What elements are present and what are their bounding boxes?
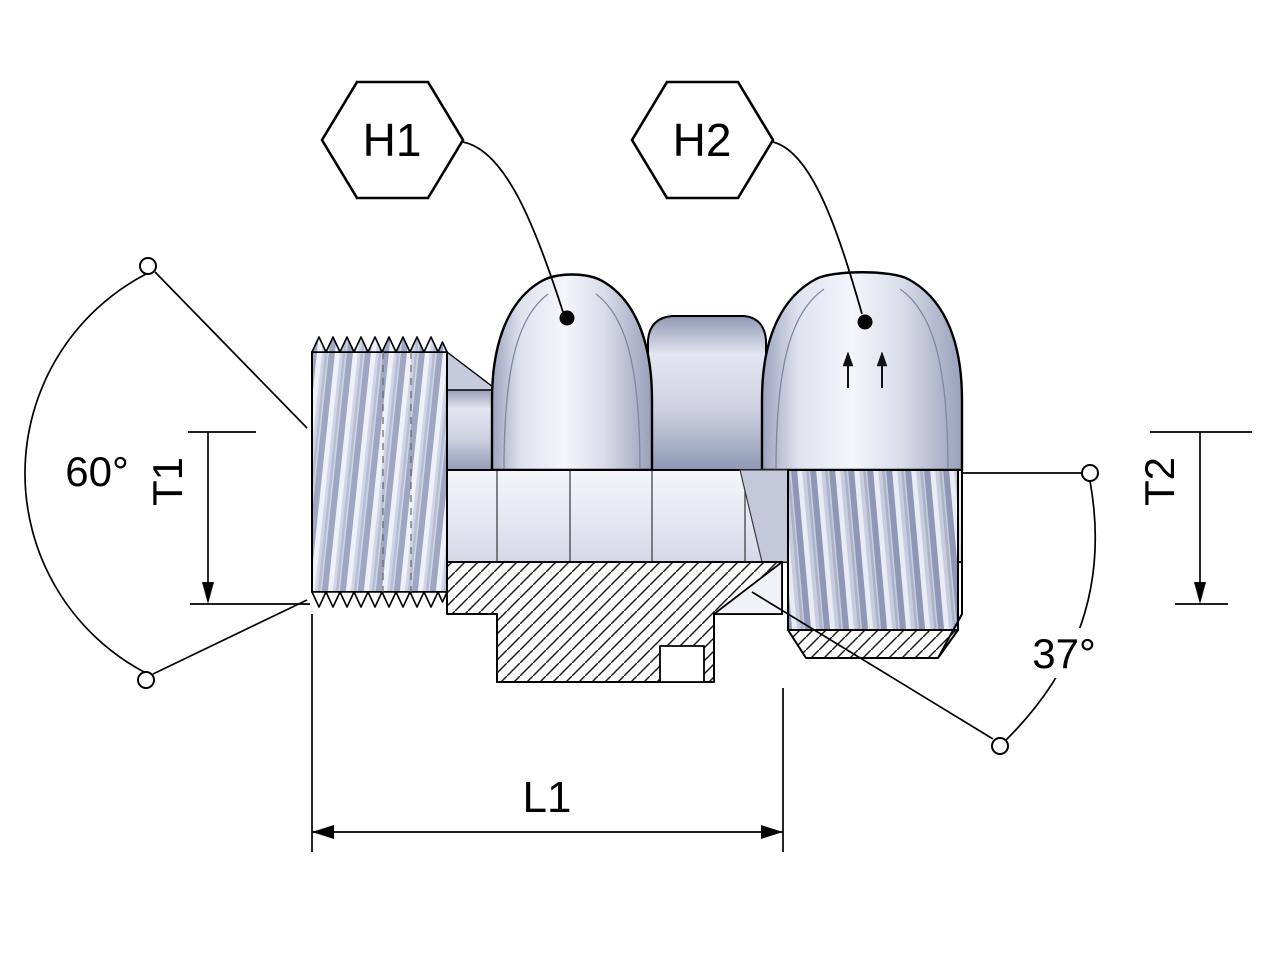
dim-37-node-top (1081, 464, 1099, 482)
dim-60-line-bottom (152, 599, 308, 675)
dim-t2: T2 (1136, 431, 1252, 605)
balloon-h2: H2 (630, 80, 873, 330)
hex-nut-2 (760, 271, 964, 472)
dim-60-line-top (154, 271, 308, 429)
hex2-spanner-marks (842, 351, 888, 388)
hex-nut-1 (490, 273, 654, 472)
hex1-facet-left (503, 293, 549, 471)
fitting-body (311, 271, 964, 683)
leader-dot-h1 (559, 310, 575, 326)
cross-section-hatch-right (787, 629, 959, 659)
balloon-h1-hexagon (320, 80, 465, 200)
hex1-facet-right (595, 293, 641, 471)
male-thread-section (311, 351, 448, 593)
male-thread-crests (311, 336, 448, 353)
hex2-facet-left (775, 288, 825, 471)
dim-60-arc (24, 273, 147, 673)
dim-t1-arrow (202, 582, 214, 604)
neck-cylinder (444, 387, 498, 473)
dim-t2-label: T2 (1136, 457, 1183, 506)
dim-60-label-mask (58, 446, 138, 498)
retaining-ring-groove (659, 645, 705, 683)
nut-outer-edge-right (937, 470, 963, 659)
dim-l1-label: L1 (523, 773, 572, 822)
balloon-h2-hexagon (630, 80, 775, 200)
balloon-h2-label: H2 (673, 114, 732, 166)
dim-60-node-bottom (137, 671, 155, 689)
dim-37-node-bottom (991, 737, 1009, 755)
dim-angle-60-label: 60° (65, 448, 129, 495)
dim-37-arc (1005, 480, 1097, 741)
dim-t2-arrow (1194, 582, 1206, 604)
dim-angle-60: 60° (24, 257, 308, 689)
leader-line-h2 (772, 141, 863, 315)
dim-t1: T1 (144, 431, 310, 605)
dim-t1-label: T1 (144, 457, 191, 506)
balloon-h1-label: H1 (363, 114, 422, 166)
female-thread-section (787, 469, 959, 631)
dim-l1-arrow-right (761, 825, 783, 839)
flare-seat-wedge (713, 561, 783, 615)
dim-angle-37-label: 37° (1032, 630, 1096, 677)
dim-37-label-mask (1018, 628, 1110, 678)
dim-l1-arrow-left (312, 825, 334, 839)
dim-37-line-diagonal (751, 591, 994, 740)
leader-dot-h2 (857, 314, 873, 330)
male-thread-roots (311, 591, 448, 608)
leader-line-h1 (462, 141, 564, 313)
hex2-facet-right (899, 288, 949, 471)
mid-cylinder (647, 315, 767, 471)
balloon-h1: H1 (320, 80, 575, 326)
dim-angle-37: 37° (751, 464, 1110, 755)
dim-l1: L1 (311, 614, 784, 852)
dim-60-node-top (139, 257, 157, 275)
